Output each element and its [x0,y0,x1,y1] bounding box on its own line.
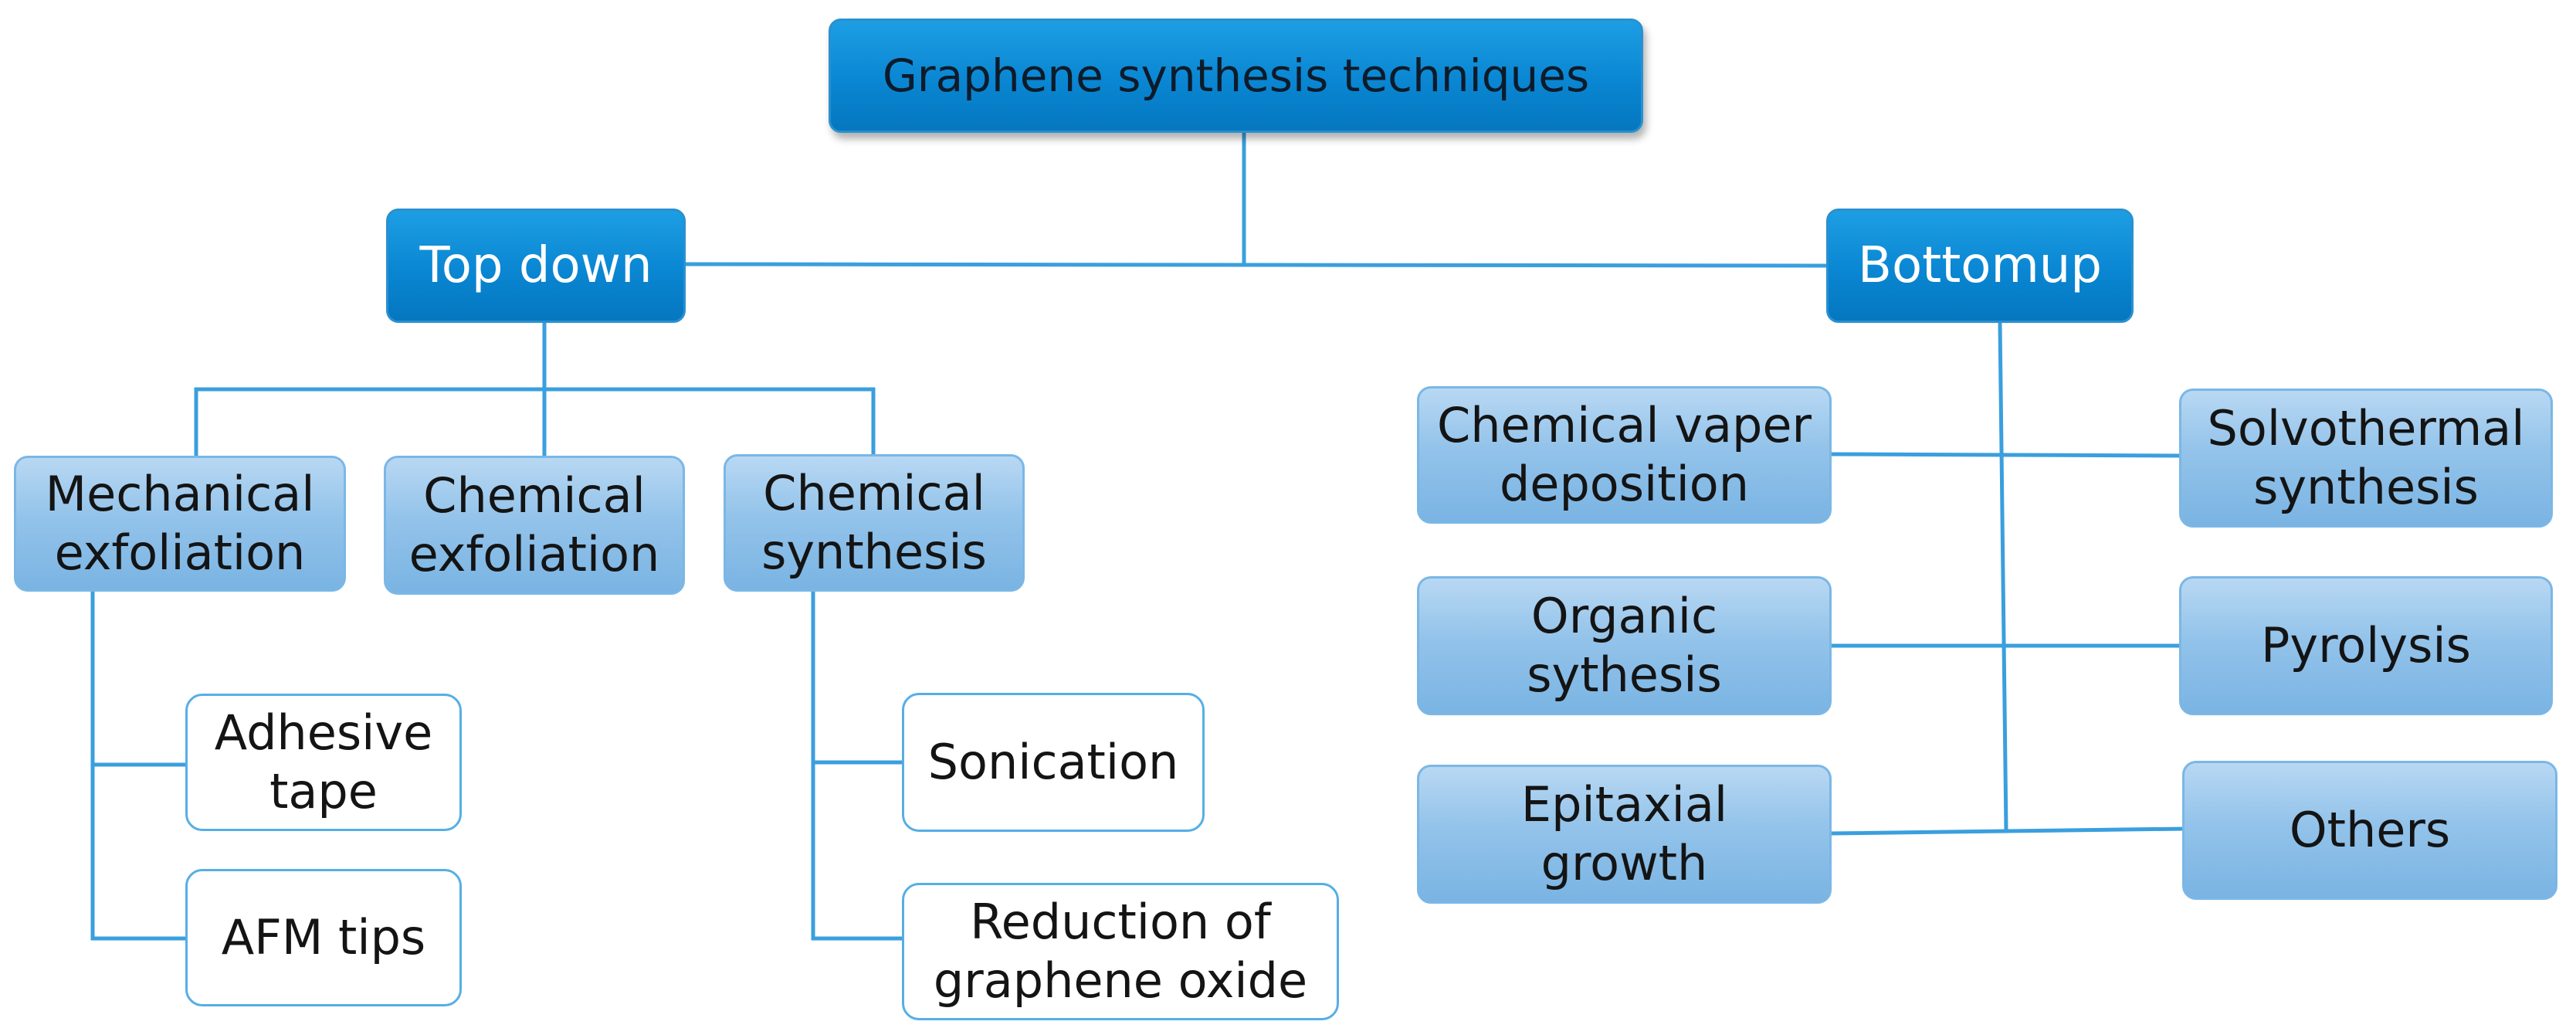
organic-sythesis-label: Organic sythesis [1527,588,1722,703]
reduction-of-graphene-oxide-node: Reduction of graphene oxide [902,883,1339,1020]
root-label: Graphene synthesis techniques [882,49,1590,102]
sonication-node: Sonication [902,693,1205,832]
chemical-synthesis-node: Chemical synthesis [724,454,1025,592]
afm-tips-node: AFM tips [185,869,462,1006]
sonication-label: Sonication [927,734,1179,791]
epitaxial-growth-label: Epitaxial growth [1520,776,1728,891]
connector-top-down-bottom-up [682,262,1831,268]
adhesive-tape-label: Adhesive tape [214,704,433,820]
organic-sythesis-node: Organic sythesis [1417,576,1832,715]
solvothermal-synthesis-node: Solvothermal synthesis [2179,389,2553,528]
connector-epitaxial-others [1829,826,2186,836]
afm-tips-label: AFM tips [221,909,426,966]
adhesive-tape-node: Adhesive tape [185,694,462,831]
chemical-vaper-deposition-label: Chemical vaper deposition [1436,397,1812,512]
chemical-exfoliation-node: Chemical exfoliation [384,456,685,595]
others-node: Others [2182,761,2557,900]
mechanical-exfoliation-node: Mechanical exfoliation [14,456,346,592]
pyrolysis-node: Pyrolysis [2179,576,2553,715]
chemical-exfoliation-label: Chemical exfoliation [408,467,660,582]
top-down-node: Top down [386,209,686,323]
chemical-synthesis-label: Chemical synthesis [761,465,987,580]
solvothermal-synthesis-label: Solvothermal synthesis [2207,400,2525,515]
chemical-vaper-deposition-node: Chemical vaper deposition [1417,386,1832,524]
top-down-label: Top down [419,236,652,294]
reduction-of-graphene-oxide-label: Reduction of graphene oxide [933,894,1308,1009]
connector-bottom-up-stem [1998,321,2008,833]
pyrolysis-label: Pyrolysis [2261,617,2471,674]
mechanical-exfoliation-label: Mechanical exfoliation [45,466,315,581]
bottom-up-label: Bottomup [1858,236,2102,294]
bottom-up-node: Bottomup [1826,209,2134,323]
others-label: Others [2289,802,2451,859]
connector-cvd-solvothermal [1829,452,2185,458]
epitaxial-growth-node: Epitaxial growth [1417,765,1832,904]
root-node: Graphene synthesis techniques [829,19,1643,133]
